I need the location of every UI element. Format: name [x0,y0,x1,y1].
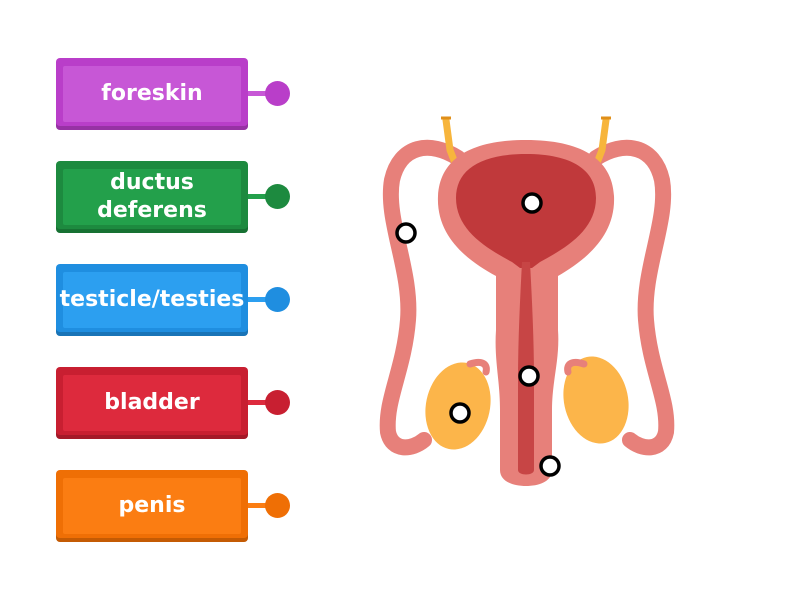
drop-target-bladder[interactable] [521,192,543,214]
drop-target-testis[interactable] [449,402,471,424]
drag-handle-icon[interactable] [265,184,290,209]
label-text: bladder [104,390,200,415]
label-text: foreskin [101,81,203,106]
drag-handle-icon[interactable] [265,287,290,312]
connector-line [248,91,278,96]
label-text: penis [118,493,186,518]
testis-right [563,356,629,444]
hollow-circle-target-icon [395,222,417,244]
connector-line [248,503,278,508]
drop-target-urethra[interactable] [518,365,540,387]
connector-line [248,297,278,302]
ductus-deferens-right [588,139,675,456]
drag-handle-icon[interactable] [265,81,290,106]
connector-line [248,400,278,405]
drag-handle-icon[interactable] [265,390,290,415]
label-text: ductus deferens [97,170,207,223]
drag-handle-icon[interactable] [265,493,290,518]
epididymis-right [564,358,588,376]
hollow-circle-target-icon [521,192,543,214]
ductus-deferens-left [379,139,466,456]
label-text: testicle/testies [59,287,245,312]
connector-line [248,194,278,199]
hollow-circle-target-icon [449,402,471,424]
hollow-circle-target-icon [539,455,561,477]
drop-target-ductus[interactable] [395,222,417,244]
drop-target-penis-tip[interactable] [539,455,561,477]
epididymis-left [466,358,490,376]
hollow-circle-target-icon [518,365,540,387]
